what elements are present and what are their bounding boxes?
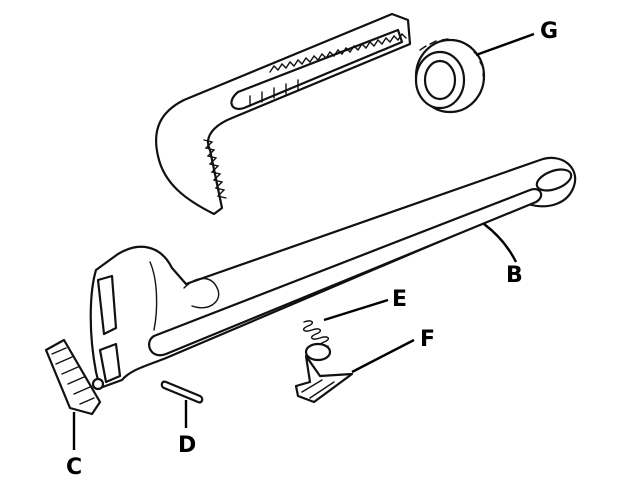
pin: [160, 380, 204, 404]
hook-jaw: [154, 12, 412, 216]
label-c: C: [66, 455, 82, 480]
label-d: D: [178, 433, 196, 458]
label-b: B: [506, 263, 523, 288]
label-g: G: [540, 19, 558, 44]
spring-clip: [294, 342, 354, 404]
leader-g: [475, 32, 535, 57]
label-e: E: [392, 287, 407, 312]
adjusting-nut: [414, 38, 486, 114]
wrench-handle: [89, 156, 577, 390]
leader-e: [323, 298, 389, 322]
jaw-insert: [44, 338, 105, 416]
label-f: F: [420, 327, 435, 352]
spring: [302, 320, 330, 348]
leader-b: [483, 223, 518, 263]
leader-f: [351, 338, 415, 374]
